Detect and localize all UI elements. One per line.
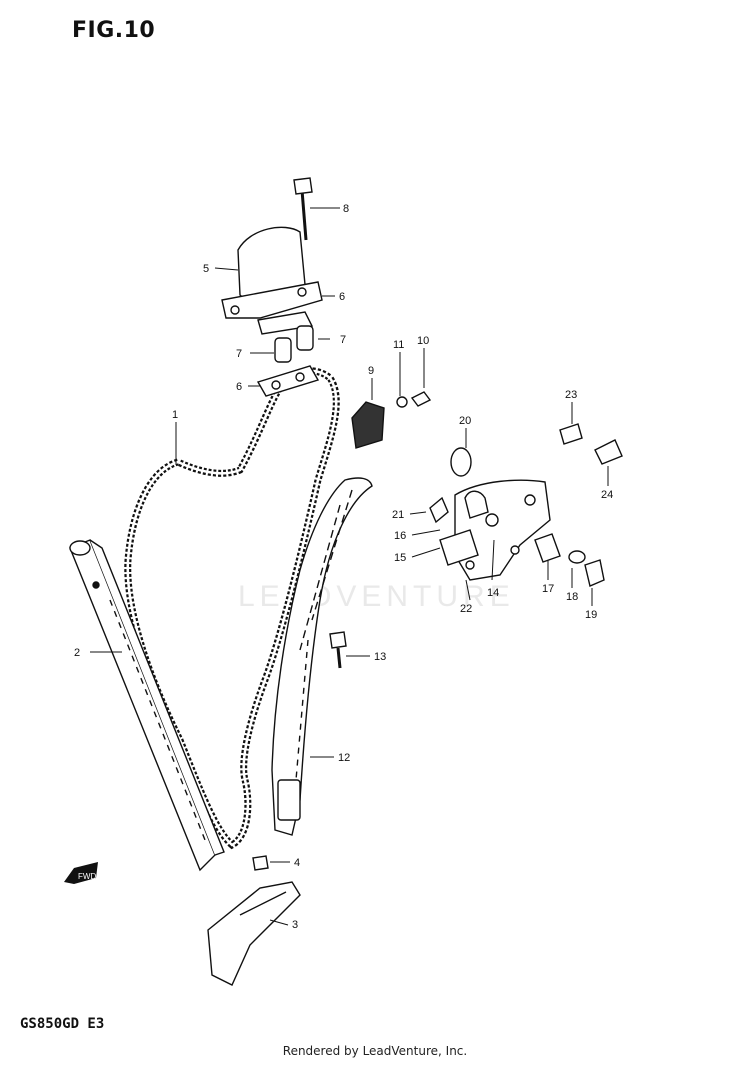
callout-19: 19 xyxy=(585,609,597,621)
callout-21: 21 xyxy=(392,509,404,521)
callout-5: 5 xyxy=(203,263,209,275)
callout-11: 11 xyxy=(393,339,404,351)
callout-7b: 7 xyxy=(340,334,346,346)
callout-18: 18 xyxy=(566,591,578,603)
upper-chain-guide xyxy=(221,177,323,397)
callout-2: 2 xyxy=(74,647,80,659)
callout-15: 15 xyxy=(394,552,406,564)
model-code: GS850GD E3 xyxy=(20,1016,105,1032)
callout-22: 22 xyxy=(460,603,472,615)
tensioner-guide xyxy=(271,477,373,836)
callout-14: 14 xyxy=(487,587,499,599)
callout-4: 4 xyxy=(294,857,300,869)
figure-title: FIG.10 xyxy=(72,18,156,43)
bolt-13 xyxy=(329,631,347,669)
callout-9: 9 xyxy=(368,365,374,377)
callout-17: 17 xyxy=(542,583,554,595)
cam-chain xyxy=(124,367,340,850)
callout-7: 7 xyxy=(236,348,242,360)
callout-1: 1 xyxy=(172,409,178,421)
fwd-label: FWD xyxy=(78,872,96,881)
rear-chain-guide xyxy=(69,539,225,872)
callout-10: 10 xyxy=(417,335,429,347)
tensioner-adjuster xyxy=(429,423,623,587)
callout-6b: 6 xyxy=(236,381,242,393)
watermark: LEADVENTURE xyxy=(238,580,515,613)
callout-6: 6 xyxy=(339,291,345,303)
callout-13: 13 xyxy=(374,651,386,663)
callout-3: 3 xyxy=(292,919,298,931)
callout-12: 12 xyxy=(338,752,350,764)
leader-lines xyxy=(90,207,609,926)
damper-block xyxy=(351,391,432,449)
callout-23: 23 xyxy=(565,389,577,401)
bottom-guide xyxy=(207,855,301,986)
callout-24: 24 xyxy=(601,489,613,501)
fwd-arrow: FWD xyxy=(64,862,98,884)
callout-labels: 1 2 3 4 5 6 6 7 7 8 9 10 11 12 13 14 15 … xyxy=(74,203,613,931)
callout-16: 16 xyxy=(394,530,406,542)
callout-20: 20 xyxy=(459,415,471,427)
callout-8: 8 xyxy=(343,203,349,215)
footer-credit: Rendered by LeadVenture, Inc. xyxy=(282,1044,468,1058)
